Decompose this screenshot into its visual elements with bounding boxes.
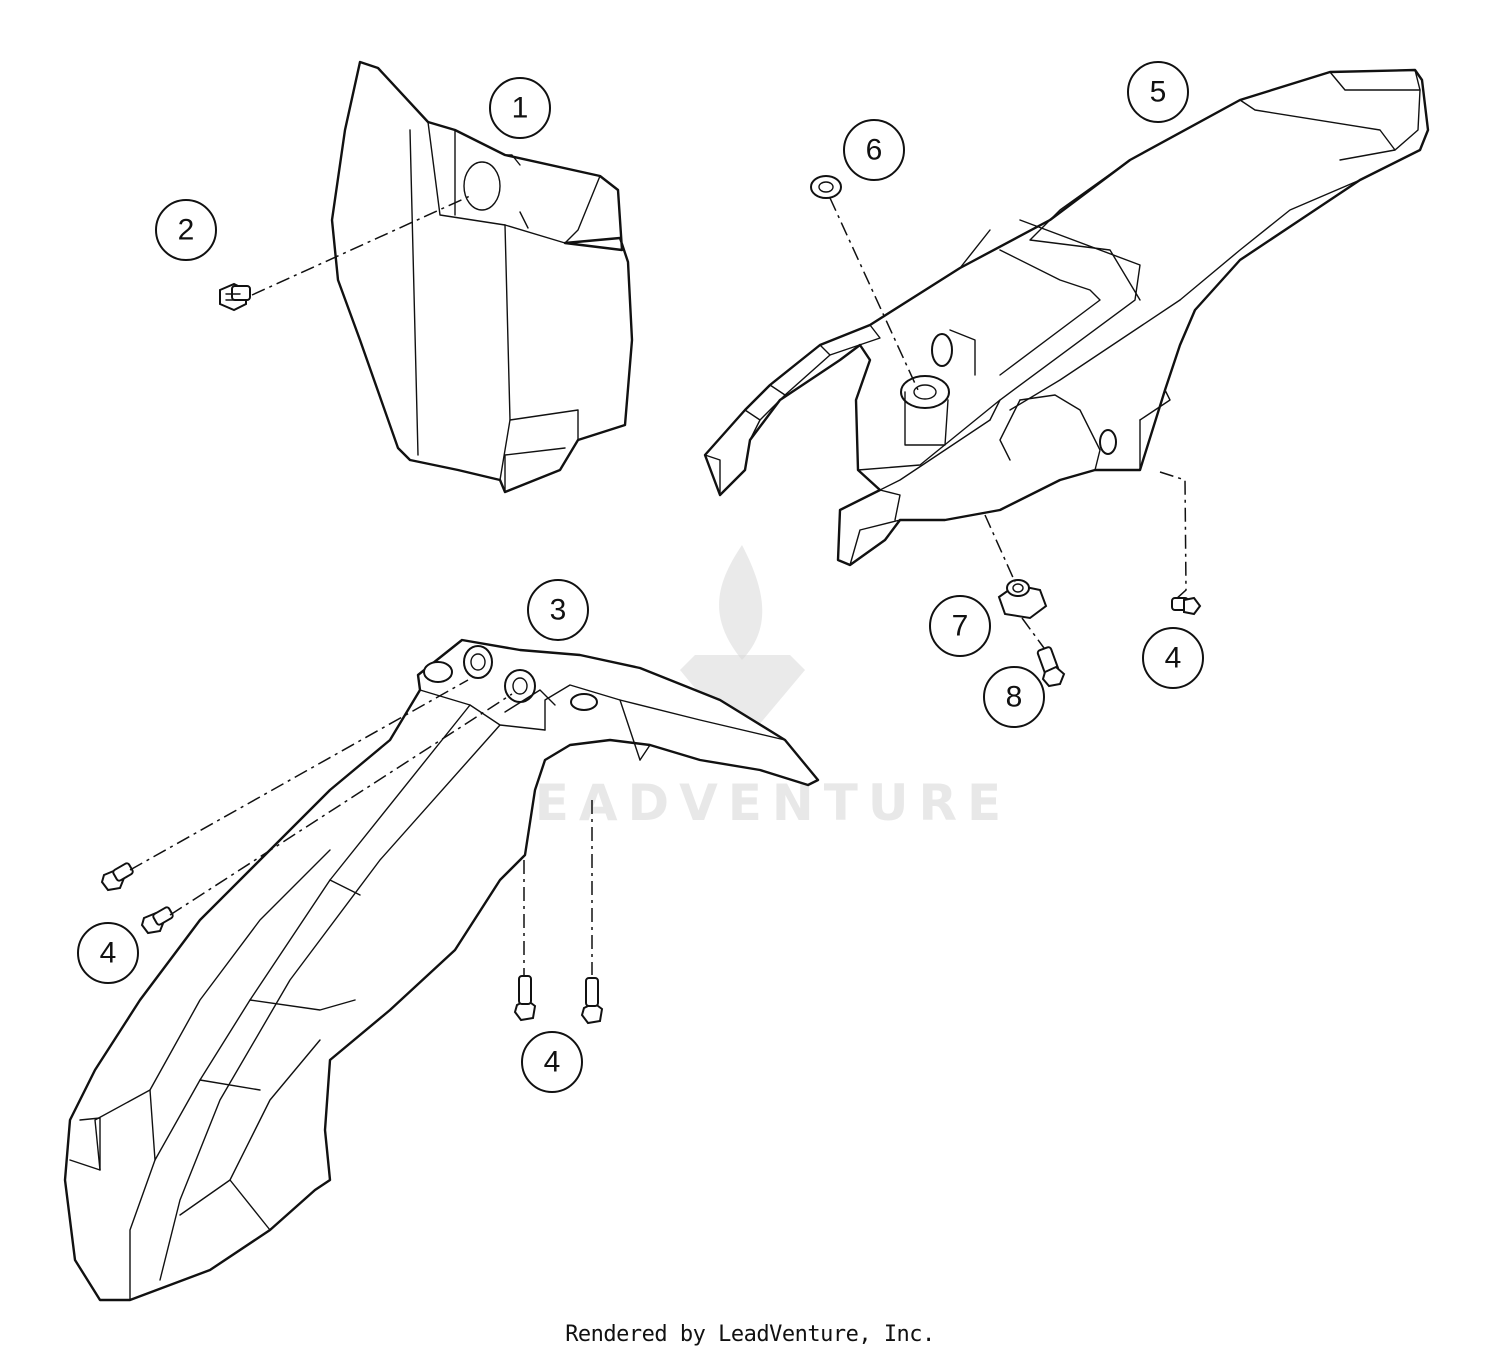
svg-text:2: 2 xyxy=(178,214,195,247)
callout-4-front-left: 4 xyxy=(77,922,139,984)
svg-text:6: 6 xyxy=(866,134,883,167)
callout-8: 8 xyxy=(983,666,1045,728)
callout-1: 1 xyxy=(489,77,551,139)
callout-5: 5 xyxy=(1127,61,1189,123)
svg-text:8: 8 xyxy=(1006,681,1023,714)
part-1-number-plate xyxy=(330,60,634,494)
leader-2 xyxy=(251,195,471,296)
watermark-logo: LEADVENTURE xyxy=(493,545,1011,832)
part-3-front-fender xyxy=(63,638,820,1302)
leader-4a xyxy=(129,679,469,871)
callout-6: 6 xyxy=(843,119,905,181)
leader-6 xyxy=(829,197,919,391)
leader-4e xyxy=(1159,471,1187,601)
callout-3: 3 xyxy=(527,579,589,641)
part-4-screw-rear xyxy=(1171,596,1202,616)
part-7-bushing xyxy=(997,579,1048,620)
part-4-screws-front xyxy=(100,862,604,1025)
footer-credit: Rendered by LeadVenture, Inc. xyxy=(565,1322,935,1347)
svg-text:7: 7 xyxy=(952,610,969,643)
callout-4-rear: 4 xyxy=(1142,627,1204,689)
part-2-screw xyxy=(219,282,251,312)
watermark-text: LEADVENTURE xyxy=(493,774,1011,832)
leader-7 xyxy=(984,514,1016,583)
svg-text:4: 4 xyxy=(544,1046,561,1079)
part-5-rear-fender xyxy=(703,68,1430,567)
svg-text:3: 3 xyxy=(550,594,567,627)
svg-text:4: 4 xyxy=(100,937,117,970)
part-8-screw xyxy=(1036,646,1066,688)
callout-2: 2 xyxy=(155,199,217,261)
leader-4b xyxy=(169,693,513,916)
svg-text:4: 4 xyxy=(1165,642,1182,675)
svg-text:1: 1 xyxy=(512,92,529,125)
svg-text:5: 5 xyxy=(1150,76,1167,109)
leader-8 xyxy=(1021,617,1045,649)
callout-4-front-bottom: 4 xyxy=(521,1031,583,1093)
part-6-nut xyxy=(810,175,842,199)
callout-7: 7 xyxy=(929,595,991,657)
